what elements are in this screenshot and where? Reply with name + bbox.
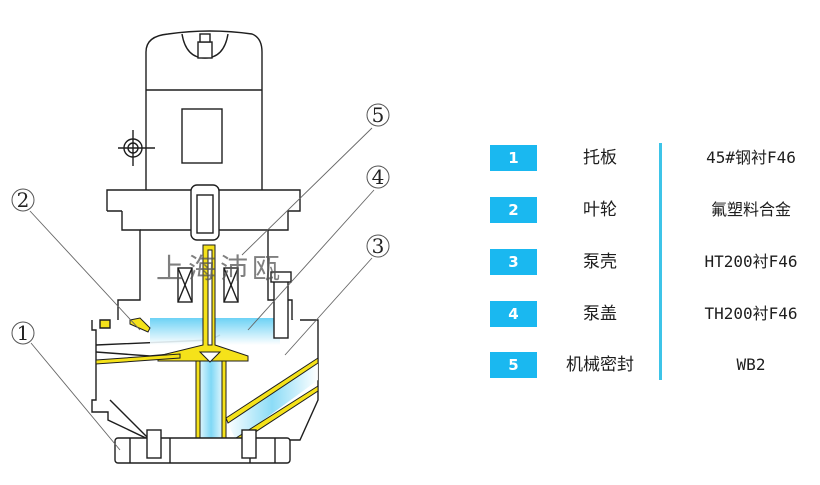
ptfe-lining <box>95 244 319 444</box>
part-number-badge: 2 <box>490 197 537 223</box>
part-number-badge: 4 <box>490 301 537 327</box>
callout-1: 1 <box>11 321 35 345</box>
part-material: TH200衬F46 <box>704 304 798 323</box>
part-name: 机械密封 <box>566 355 634 375</box>
table-divider <box>659 143 662 380</box>
callout-2: 2 <box>11 188 35 212</box>
part-number-badge: 5 <box>490 352 537 378</box>
coupling <box>190 184 220 241</box>
svg-text:5: 5 <box>372 103 385 127</box>
svg-text:1: 1 <box>17 321 30 345</box>
callout-3: 3 <box>366 234 390 258</box>
part-number-badge: 3 <box>490 249 537 275</box>
pump-cross-section-drawing: 上海沛瓯 1 2 3 4 5 <box>11 30 390 464</box>
callout-5: 5 <box>366 103 390 127</box>
part-name: 托板 <box>583 148 617 168</box>
parts-row: 2 叶轮 氟塑料合金 <box>490 194 820 224</box>
part-number-badge: 1 <box>490 145 537 171</box>
callout-4: 4 <box>366 165 390 189</box>
part-material: 45#钢衬F46 <box>706 148 796 167</box>
part-name: 叶轮 <box>583 200 617 220</box>
leader-lines <box>29 127 375 451</box>
cover-bolt <box>270 271 292 339</box>
parts-row: 5 机械密封 WB2 <box>490 349 820 379</box>
watermark: 上海沛瓯 <box>156 252 284 285</box>
svg-text:3: 3 <box>372 234 385 258</box>
parts-row: 1 托板 45#钢衬F46 <box>490 142 820 172</box>
part-name: 泵壳 <box>583 252 617 272</box>
part-material: WB2 <box>736 355 766 374</box>
part-name: 泵盖 <box>583 304 617 324</box>
base-plate-part <box>114 429 291 464</box>
svg-text:2: 2 <box>17 188 30 212</box>
motor <box>118 30 263 190</box>
parts-row: 3 泵壳 HT200衬F46 <box>490 246 820 276</box>
seal-bearing <box>177 267 239 303</box>
svg-text:4: 4 <box>372 165 385 189</box>
part-material: HT200衬F46 <box>704 252 798 271</box>
part-material: 氟塑料合金 <box>710 200 791 219</box>
parts-row: 4 泵盖 TH200衬F46 <box>490 298 820 328</box>
